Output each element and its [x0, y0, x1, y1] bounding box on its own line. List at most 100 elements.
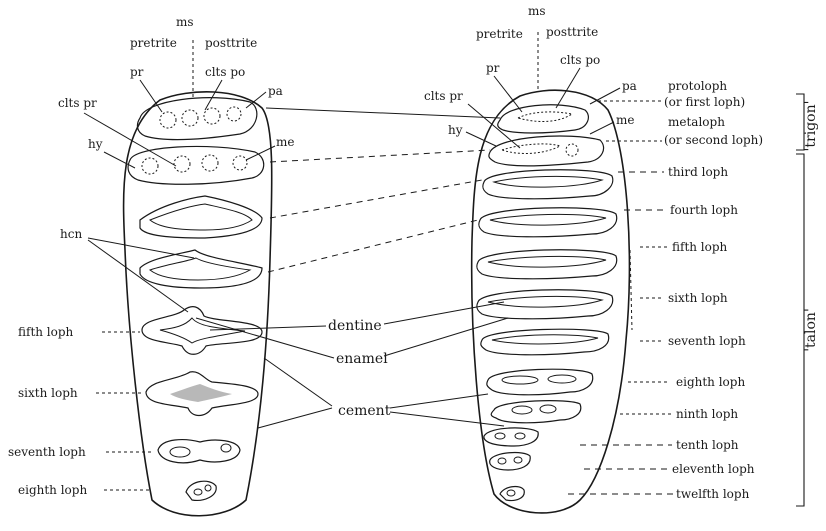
- left-loph-8-islet: [205, 485, 211, 491]
- left-clts-po-leader: [205, 80, 222, 110]
- left-loph-2-cusp: [233, 156, 247, 170]
- right-loph-9: [491, 401, 581, 423]
- right-loph-12: [500, 487, 524, 501]
- right-loph-9-islet: [512, 406, 532, 414]
- left-sixth-loph-label: sixth loph: [18, 386, 78, 400]
- right-tenth-loph-label: tenth loph: [676, 438, 739, 452]
- right-loph-7: [481, 329, 609, 355]
- left-loph-3-dentine: [150, 204, 252, 230]
- right-ninth-loph-label: ninth loph: [676, 407, 738, 421]
- right-loph-8-islet: [502, 376, 538, 384]
- trigon-label: 'trigon': [803, 101, 819, 152]
- dentine-label: dentine: [328, 318, 382, 334]
- cement-leader-right-1: [390, 394, 488, 408]
- right-third-loph-label: third loph: [668, 165, 728, 179]
- connector-loph-1: [266, 108, 500, 118]
- left-top-labels: ms pretrite posttrite: [130, 15, 257, 98]
- right-top-labels: ms pretrite posttrite: [476, 4, 598, 92]
- right-me-leader: [590, 122, 614, 134]
- connector-loph-4: [268, 220, 478, 272]
- right-pa-label: pa: [622, 79, 637, 93]
- left-pr-label: pr: [130, 65, 144, 79]
- right-loph-10-islet: [515, 433, 525, 439]
- right-loph-8-islet: [548, 375, 576, 383]
- left-clts-pr-label: clts pr: [58, 96, 97, 110]
- cement-leader-left-1: [264, 358, 332, 406]
- right-eighth-loph-label: eighth loph: [676, 375, 745, 389]
- left-fifth-loph-label: fifth loph: [18, 325, 74, 339]
- right-pretrite-label: pretrite: [476, 27, 523, 41]
- left-pa-label: pa: [268, 84, 283, 98]
- right-loph-8: [487, 369, 593, 395]
- right-pr-label: pr: [486, 61, 500, 75]
- left-loph-8-islet: [194, 489, 202, 495]
- right-me-label: me: [616, 113, 634, 127]
- right-loph-1-shade: [518, 112, 572, 122]
- left-hy-label: hy: [88, 137, 103, 151]
- dentine-leader-right: [384, 302, 504, 324]
- cement-label: cement: [338, 403, 391, 419]
- left-loph-1-cusp: [204, 108, 220, 124]
- right-pa-leader: [590, 88, 620, 104]
- enamel-label: enamel: [336, 351, 388, 367]
- right-protoloph-label: protoloph: [668, 79, 727, 93]
- right-tooth-outline: [472, 90, 630, 513]
- right-loph-11-islet: [498, 458, 506, 464]
- left-loph-2: [128, 146, 264, 184]
- right-loph-2-shade: [502, 144, 560, 154]
- left-clts-po-label: clts po: [205, 65, 245, 79]
- right-metaloph-label: metaloph: [668, 115, 725, 129]
- right-loph-1: [498, 105, 589, 133]
- left-hcn-label: hcn: [60, 227, 82, 241]
- right-fourth-loph-label: fourth loph: [670, 203, 738, 217]
- left-loph-6-shade: [170, 384, 232, 402]
- left-loph-2-cusp: [174, 156, 190, 172]
- right-loph-11-islet: [514, 457, 522, 463]
- right-protoloph-note: (or first loph): [664, 95, 745, 109]
- connector-lines: [266, 108, 500, 272]
- left-posttrite-label: posttrite: [205, 36, 257, 50]
- right-loph-7-inner: [492, 335, 598, 344]
- right-flank-mark: [630, 250, 632, 330]
- left-loph-2-cusp: [202, 155, 218, 171]
- right-pr-leader: [494, 76, 522, 112]
- enamel-leader-right: [384, 318, 508, 356]
- right-loph-2-cusp: [566, 144, 578, 156]
- right-loph-9-islet: [540, 405, 556, 413]
- right-clts-po-leader: [556, 68, 580, 108]
- connector-loph-2: [270, 150, 490, 162]
- right-sixth-loph-label: sixth loph: [668, 291, 728, 305]
- right-loph-4-inner: [490, 214, 606, 225]
- tissue-labels: dentine enamel cement: [196, 302, 508, 428]
- left-loph-7-islet: [221, 444, 231, 452]
- right-loph-labels: protoloph (or first loph) metaloph (or s…: [568, 79, 763, 501]
- right-hy-leader: [466, 132, 496, 146]
- right-loph-6-inner: [488, 296, 602, 307]
- right-loph-5-inner: [488, 256, 606, 267]
- right-loph-11: [490, 453, 531, 470]
- left-seventh-loph-label: seventh loph: [8, 445, 86, 459]
- right-loph-3-inner: [494, 176, 602, 187]
- right-hy-label: hy: [448, 123, 463, 137]
- talon-label: 'talon': [803, 308, 819, 352]
- left-pretrite-label: pretrite: [130, 36, 177, 50]
- left-loph-4-dentine: [150, 258, 250, 280]
- connector-loph-3: [270, 180, 482, 218]
- left-loph-1-cusp: [160, 112, 176, 128]
- right-ms-label: ms: [528, 4, 546, 18]
- left-tooth: [124, 92, 272, 516]
- left-hcn-leader: [88, 238, 194, 258]
- left-eighth-loph-label: eighth loph: [18, 483, 87, 497]
- right-metaloph-note: (or second loph): [664, 133, 763, 147]
- right-loph-10-islet: [495, 433, 505, 439]
- left-loph-7-islet: [170, 447, 190, 457]
- right-loph-10: [484, 428, 538, 446]
- right-twelfth-loph-label: twelfth loph: [676, 487, 750, 501]
- right-clts-pr-label: clts pr: [424, 89, 463, 103]
- right-tooth: [472, 90, 632, 513]
- cement-leader-left-2: [258, 408, 332, 428]
- right-loph-12-islet: [507, 490, 515, 496]
- right-seventh-loph-label: seventh loph: [668, 334, 746, 348]
- left-loph-1-cusp: [227, 107, 241, 121]
